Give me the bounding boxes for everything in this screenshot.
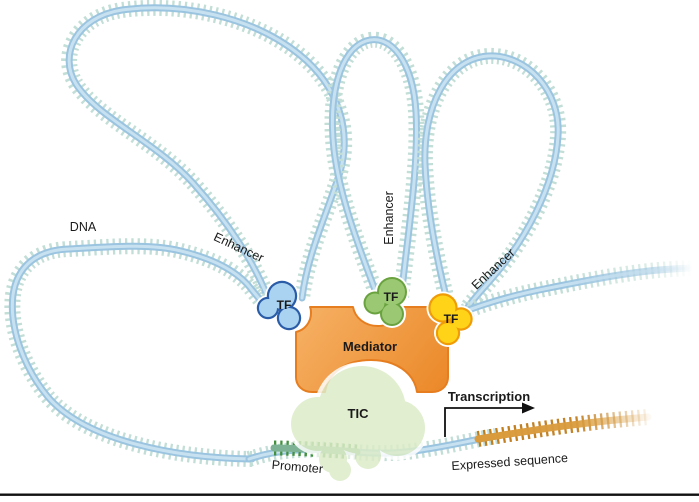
dna-tube [328,36,420,302]
expressed-tube [474,413,652,443]
transcription-arrow-line [444,407,523,437]
tf-green [361,275,409,328]
tf-yellow-label: TF [444,312,459,326]
dna-right-tail [454,260,699,322]
tf-yellow [426,291,475,347]
transcription-arrow [444,402,535,437]
tic-label: TIC [348,406,370,421]
promoter-label: Promoter [271,458,323,476]
tic-body [291,366,425,481]
enhancer-label-middle: Enhancer [382,191,396,245]
tf-green-body [365,279,405,324]
dna-label: DNA [70,220,97,234]
dna-loop-enhancer-middle [324,31,425,302]
dna-loop-enhancer-right [416,47,567,316]
expressed-sequence-segment [474,409,652,447]
tf-blue-label: TF [277,298,292,312]
tf-blue-body [259,283,299,328]
tic-complex [287,362,429,485]
transcription-arrowhead [522,402,535,414]
bottom-rule [0,493,699,496]
transcription-label: Transcription [448,389,530,404]
dna-tube-highlight [456,266,699,316]
tf-yellow-body [430,295,471,343]
dna-tube-highlight [330,38,418,300]
dna-teeth [4,238,272,467]
expressed-sequence-label: Expressed sequence [451,451,568,473]
dna-tube [8,242,269,463]
tf-green-label: TF [384,290,399,304]
dna-tube-highlight [10,244,267,461]
tf-blue [255,279,303,332]
mediator-label: Mediator [343,339,397,354]
dna-tube-highlight [423,54,560,314]
dna-left-segment [4,238,272,467]
